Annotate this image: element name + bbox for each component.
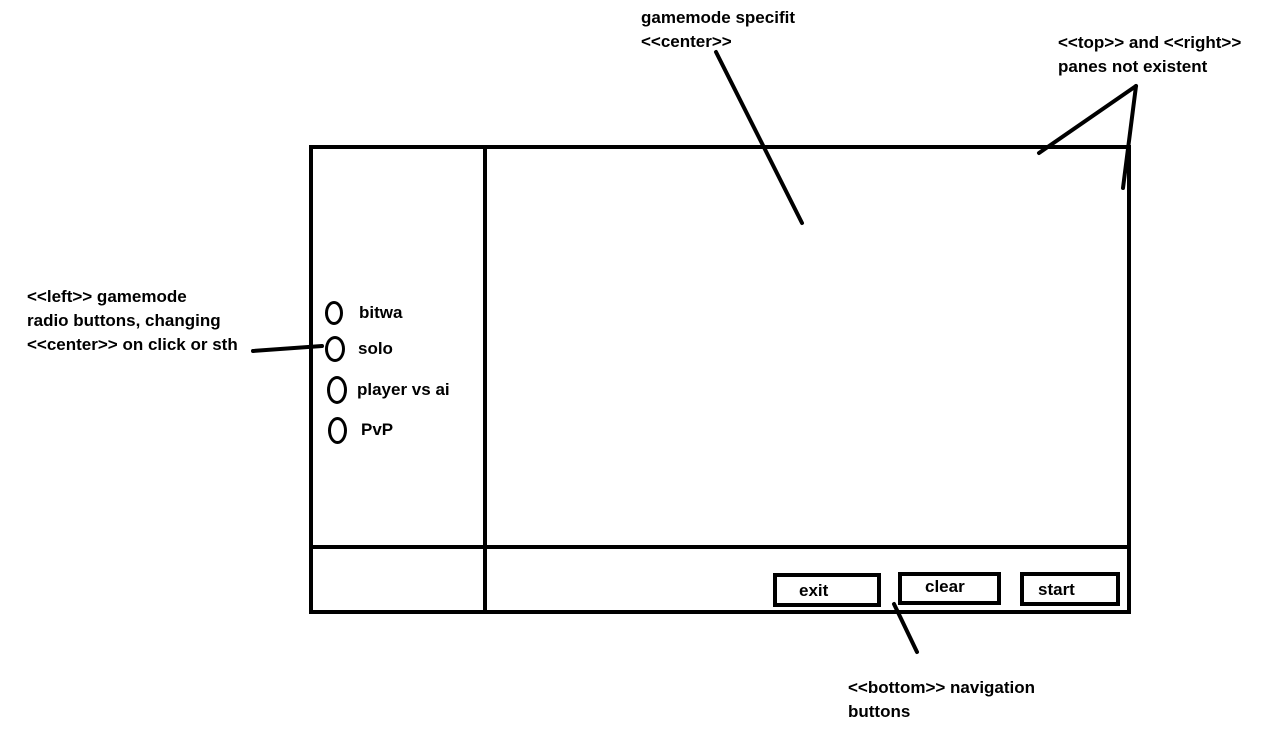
bottom-pane-divider [311,545,1129,549]
radio-option-player-vs-ai[interactable]: player vs ai [327,375,450,405]
radio-option-pvp[interactable]: PvP [328,415,393,445]
annotation-line: buttons [848,702,911,721]
center-pane [487,149,1127,545]
annotation-line: <<bottom>> navigation [848,678,1036,697]
annotation-line: <<center>> on click or sth [27,335,238,354]
radio-button[interactable] [325,301,343,325]
top-leader-line [1037,84,1138,155]
left-annotation: <<left>> gamemode radio buttons, changin… [27,285,238,357]
annotation-line: radio buttons, changing [27,311,221,330]
radio-button[interactable] [327,376,347,404]
radio-label: PvP [361,420,394,439]
radio-button[interactable] [328,416,347,444]
radio-label: solo [358,339,393,358]
exit-button-label: exit [799,581,829,600]
annotation-line: <<left>> gamemode [27,287,187,306]
radio-option-solo[interactable]: solo [325,334,393,364]
bottom-annotation: <<bottom>> navigation buttons [848,676,1035,724]
radio-button[interactable] [325,336,345,362]
left-pane-divider [483,147,487,612]
clear-button[interactable]: clear [898,572,1001,605]
clear-button-label: clear [925,577,965,596]
radio-label: bitwa [359,303,403,322]
start-button[interactable]: start [1020,572,1120,606]
radio-option-bitwa[interactable]: bitwa [325,298,402,328]
exit-button[interactable]: exit [773,573,881,607]
annotation-line: <<top>> and <<right>> [1058,33,1242,52]
start-button-label: start [1038,580,1075,599]
top-right-annotation: <<top>> and <<right>> panes not existent [1058,31,1241,79]
annotation-line: gamemode specifit [641,8,795,27]
center-annotation: gamemode specifit <<center>> [641,6,795,54]
annotation-line: panes not existent [1058,57,1208,76]
radio-label: player vs ai [357,380,450,399]
annotation-line: <<center>> [641,32,732,51]
